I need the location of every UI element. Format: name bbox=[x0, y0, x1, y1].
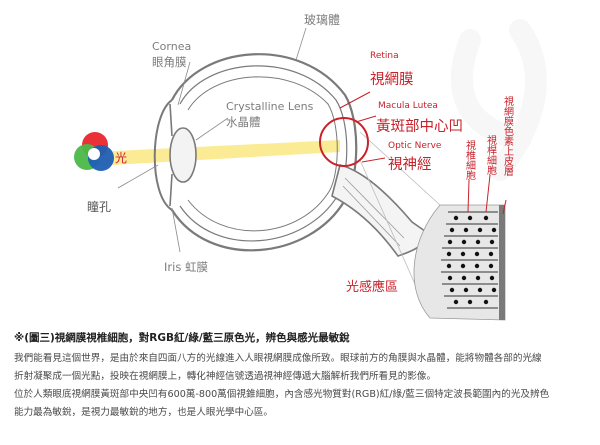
label-cornea-zh: 眼角膜 bbox=[152, 55, 187, 69]
label-macula-zh: 黃斑部中心凹 bbox=[376, 118, 463, 135]
retina-cross-section bbox=[413, 204, 506, 321]
caption-line: 折射凝聚成一個光點，投映在視網膜上，轉化神經信號透過視神經傳遞大腦解析我們所看見… bbox=[14, 371, 437, 382]
caption-line: 位於人類眼底視網膜黃斑部中央凹有600萬-800萬個視錐細胞，內含感光物質對(R… bbox=[14, 389, 550, 400]
watermark bbox=[450, 19, 547, 181]
label-cornea-en: Cornea bbox=[152, 40, 191, 53]
label-macula-en: Macula Lutea bbox=[378, 101, 438, 111]
caption-line: 能力最為敏銳，是視力最敏銳的地方，也是人眼光學中心區。 bbox=[14, 407, 274, 418]
label-light: 光 bbox=[115, 151, 127, 165]
cornea bbox=[153, 99, 173, 211]
leader-lines-red bbox=[339, 91, 507, 215]
iris bbox=[169, 103, 173, 207]
label-optic-en: Optic Nerve bbox=[388, 141, 442, 151]
eyeball bbox=[171, 53, 358, 252]
label-cones: 視椎細胞 bbox=[464, 139, 476, 181]
leader-lines bbox=[117, 27, 307, 253]
caption: ※(圖三)視網膜視椎細胞，對RGB紅/綠/藍三原色光，辨色與感光最敏銳 我們能看… bbox=[14, 330, 588, 422]
crystalline-lens bbox=[169, 127, 197, 183]
label-rods: 視桿細胞 bbox=[485, 134, 497, 176]
label-lens-zh: 水晶體 bbox=[226, 115, 261, 129]
caption-line: 我們能看見這個世界，是由於來自四面八方的光線進入人眼視網膜成像所致。眼球前方的角… bbox=[14, 353, 542, 364]
caption-title: ※(圖三)視網膜視椎細胞，對RGB紅/綠/藍三原色光，辨色與感光最敏銳 bbox=[14, 332, 350, 344]
label-rpe: 視網膜色素上皮層 bbox=[502, 95, 514, 176]
macula-highlight-circle bbox=[319, 117, 369, 167]
light-beam bbox=[95, 140, 340, 166]
label-vitreous: 玻璃體 bbox=[304, 13, 340, 27]
label-iris: Iris 虹膜 bbox=[164, 260, 208, 274]
rgb-circles bbox=[74, 132, 114, 171]
label-pupil: 瞳孔 bbox=[87, 199, 111, 214]
label-photoreceptor-area: 光感應區 bbox=[346, 279, 398, 295]
label-optic-zh: 視神經 bbox=[388, 156, 432, 173]
label-retina-en: Retina bbox=[370, 51, 399, 61]
label-lens-en: Crystalline Lens bbox=[226, 100, 314, 113]
eye-anatomy-diagram: Cornea 眼角膜 玻璃體 Retina 視網膜 Crystalline Le… bbox=[74, 13, 547, 321]
label-retina-zh: 視網膜 bbox=[370, 71, 414, 88]
